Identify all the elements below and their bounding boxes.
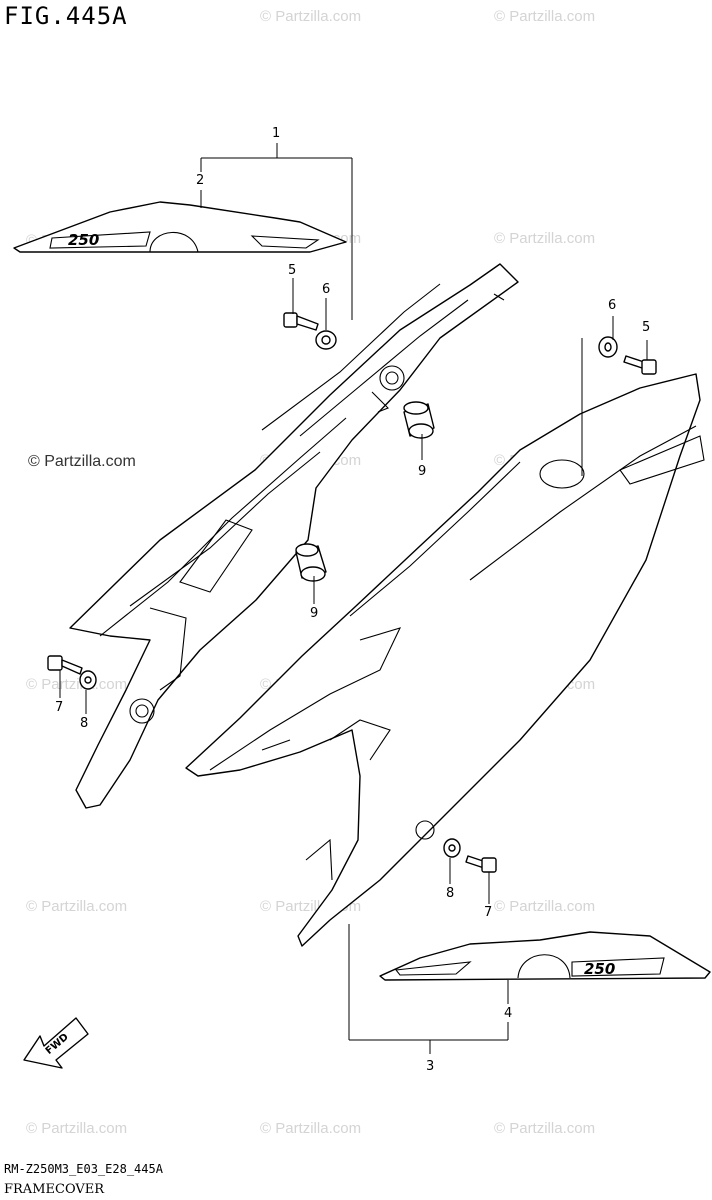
watermark: © Partzilla.com (26, 676, 128, 693)
callout-6-right: 6 (608, 298, 617, 313)
watermark: © Partzilla.com (26, 1120, 128, 1137)
leader-lines (59, 143, 648, 1054)
watermark: © Partzilla.com (260, 8, 362, 25)
callout-2: 2 (196, 173, 205, 188)
watermark: © Partzilla.com (494, 230, 596, 247)
fwd-arrow-icon: FWD (23, 1017, 89, 1069)
bolt-7-left (47, 655, 83, 675)
callout-8-left: 8 (80, 716, 89, 731)
washer-8-right (443, 838, 461, 858)
spacer-upper (403, 401, 435, 439)
watermark-dark: © Partzilla.com (28, 453, 136, 470)
callout-6-left: 6 (322, 282, 331, 297)
washer-6-left (315, 330, 337, 350)
frame-cover-right (185, 373, 705, 947)
figure-title: FIG.445A (4, 2, 128, 30)
washer-8-left (79, 670, 97, 690)
callout-7-left: 7 (55, 700, 64, 715)
decal-bottom: 250 (379, 931, 711, 981)
watermark: © Partzilla.com (26, 898, 128, 915)
bolt-7-right (465, 855, 497, 873)
frame-cover-left (69, 263, 519, 809)
watermark: © Partzilla.com (494, 898, 596, 915)
decal-top: 250 (13, 201, 347, 253)
decal-bottom-text: 250 (584, 960, 615, 978)
callout-3: 3 (426, 1059, 435, 1074)
callout-1: 1 (272, 126, 281, 141)
watermark: © Partzilla.com (494, 8, 596, 25)
model-code: RM-Z250M3_E03_E28_445A (4, 1162, 163, 1176)
decal-top-text: 250 (68, 231, 99, 249)
callout-9-lower: 9 (310, 606, 319, 621)
spacer-lower (295, 543, 327, 582)
figure-caption: FRAMECOVER (4, 1182, 105, 1197)
callout-5-right: 5 (642, 320, 651, 335)
bolt-5-right (623, 355, 657, 375)
watermark: © Partzilla.com (494, 1120, 596, 1137)
watermark: © Partzilla.com (260, 1120, 362, 1137)
bolt-5-left (283, 312, 319, 331)
callout-8-right: 8 (446, 886, 455, 901)
washer-6-right (598, 336, 618, 358)
callout-7-right: 7 (484, 905, 493, 920)
callout-5-left: 5 (288, 263, 297, 278)
callout-9-upper: 9 (418, 464, 427, 479)
callout-4: 4 (504, 1006, 513, 1021)
